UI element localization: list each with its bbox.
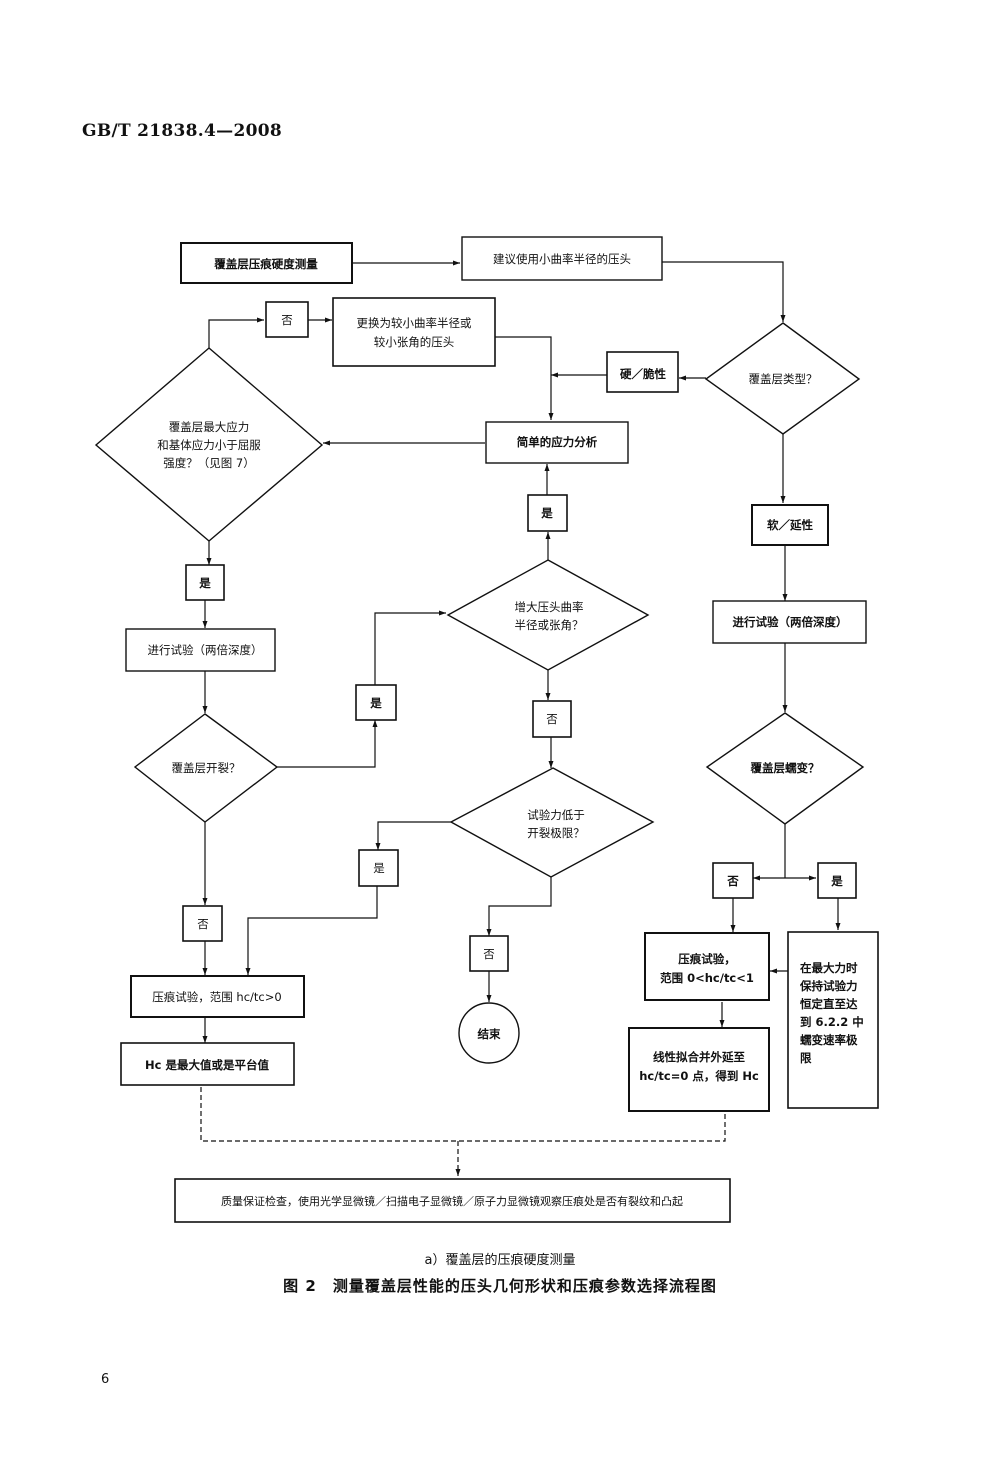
shapes xyxy=(94,236,879,1223)
indent-right-label-1: 压痕试验， xyxy=(678,952,736,966)
fit-label-1: 线性拟合并外延至 xyxy=(653,1050,745,1064)
suggest-label: 建议使用小曲率半径的压头 xyxy=(493,252,631,266)
figure-caption: 图 2 测量覆盖层性能的压头几何形状和压痕参数选择流程图 xyxy=(283,1277,717,1295)
indent-left-box[interactable] xyxy=(130,975,305,1018)
hold-label-5: 蠕变速率极 xyxy=(800,1033,858,1047)
yes-box-analysis[interactable] xyxy=(527,494,568,532)
force-q-label-2: 开裂极限？ xyxy=(527,826,585,840)
dashed-connectors xyxy=(200,1087,726,1176)
end-label: 结束 xyxy=(477,1027,501,1041)
indent-left-label: 压痕试验，范围 hc/tc>0 xyxy=(152,990,281,1004)
edge-forceq-yes xyxy=(375,821,451,850)
edge-yes-indentleft xyxy=(245,886,378,975)
indent-right-label-2: 范围 0<hc/tc<1 xyxy=(660,971,754,985)
fit-box[interactable] xyxy=(628,1027,770,1112)
no-creep-label: 否 xyxy=(726,874,739,888)
coat-type-decision[interactable] xyxy=(704,322,861,435)
test-left-box[interactable] xyxy=(125,628,276,672)
hold-label-4: 到 6.2.2 中 xyxy=(800,1015,864,1029)
increase-q-label-2: 半径或张角？ xyxy=(515,618,584,632)
creep-decision[interactable] xyxy=(705,712,865,825)
start-box[interactable] xyxy=(180,242,353,284)
replace-box[interactable] xyxy=(332,297,496,367)
no-box-creep[interactable] xyxy=(712,862,754,899)
hold-label-3: 恒定直至达 xyxy=(800,997,858,1011)
no-crack-label: 否 xyxy=(197,917,209,931)
node-labels: 覆盖层压痕硬度测量 建议使用小曲率半径的压头 否 更换为较小曲率半径或 较小张角… xyxy=(145,252,864,1208)
replace-label-1: 更换为较小曲率半径或 xyxy=(357,316,472,330)
document-id: GB/T 21838.4—2008 xyxy=(82,121,282,141)
yes-force-label: 是 xyxy=(373,861,385,875)
yes-box-force[interactable] xyxy=(358,849,399,887)
yes-box-left[interactable] xyxy=(185,564,225,601)
edge-hc-qa xyxy=(200,1087,726,1142)
no-box-force[interactable] xyxy=(469,935,509,972)
analysis-box[interactable] xyxy=(485,421,629,464)
indent-right-box[interactable] xyxy=(644,932,770,1001)
hold-box[interactable] xyxy=(787,931,879,1109)
coat-type-label: 覆盖层类型？ xyxy=(749,372,818,386)
connectors xyxy=(202,260,841,1043)
force-decision[interactable] xyxy=(449,767,655,878)
yes-creep-label: 是 xyxy=(830,874,843,888)
fit-label-2: hc/tc=0 点，得到 Hc xyxy=(639,1069,759,1083)
soft-label: 软／延性 xyxy=(767,518,813,532)
no-box-increase[interactable] xyxy=(532,700,572,738)
hc-label: Hc 是最大值或是平台值 xyxy=(145,1058,269,1072)
no-top-label: 否 xyxy=(281,313,293,327)
hold-label-2: 保持试验力 xyxy=(799,979,858,993)
edge-forceq-no xyxy=(486,877,552,936)
hard-box[interactable] xyxy=(606,351,679,393)
edge-suggest-type xyxy=(662,261,786,322)
hc-box[interactable] xyxy=(120,1042,295,1086)
no-force-label: 否 xyxy=(483,947,495,961)
replace-label-2: 较小张角的压头 xyxy=(374,335,455,349)
increase-q-label-1: 增大压头曲率 xyxy=(515,600,584,614)
suggest-box[interactable] xyxy=(461,236,663,281)
test-right-label: 进行试验（两倍深度） xyxy=(733,615,848,629)
no-box-crack[interactable] xyxy=(182,905,223,942)
force-q-label-1: 试验力低于 xyxy=(527,808,585,822)
start-label: 覆盖层压痕硬度测量 xyxy=(214,257,318,271)
qa-box[interactable] xyxy=(174,1178,731,1223)
edge-crackq-yes xyxy=(277,720,378,768)
qa-label: 质量保证检查，使用光学显微镜／扫描电子显微镜／原子力显微镜观察压痕处是否有裂纹和… xyxy=(221,1194,683,1208)
edge-replace-analysis xyxy=(495,336,554,420)
stress-q-label-1: 覆盖层最大应力 xyxy=(169,420,250,434)
yes-box-crack[interactable] xyxy=(355,684,397,721)
figure-subcaption: a）覆盖层的压痕硬度测量 xyxy=(424,1253,576,1268)
analysis-label: 简单的应力分析 xyxy=(517,435,598,449)
yes-box-creep[interactable] xyxy=(817,862,857,899)
hold-label-6: 限 xyxy=(800,1051,812,1065)
hold-label-1: 在最大力时 xyxy=(800,961,858,975)
no-increase-label: 否 xyxy=(546,712,558,726)
creep-q-label: 覆盖层蠕变？ xyxy=(751,761,820,775)
yes-crack-label: 是 xyxy=(369,696,382,710)
stress-q-label-3: 强度？（见图 7） xyxy=(163,456,254,470)
hard-label: 硬／脆性 xyxy=(620,367,666,381)
no-box-top[interactable] xyxy=(265,301,309,338)
yes-left-label: 是 xyxy=(198,576,211,590)
stress-decision[interactable] xyxy=(94,347,324,542)
crack-decision[interactable] xyxy=(133,713,279,823)
soft-box[interactable] xyxy=(751,504,829,546)
yes-analysis-label: 是 xyxy=(540,506,553,520)
end-terminal[interactable] xyxy=(458,1002,520,1064)
edge-stressq-no xyxy=(208,317,264,348)
crack-q-label: 覆盖层开裂？ xyxy=(172,761,241,775)
test-right-box[interactable] xyxy=(712,600,867,644)
increase-decision[interactable] xyxy=(446,559,650,671)
page-number: 6 xyxy=(101,1372,110,1387)
edge-yes-increaseq xyxy=(374,610,446,685)
stress-q-label-2: 和基体应力小于屈服 xyxy=(157,438,261,452)
test-left-label: 进行试验（两倍深度） xyxy=(148,643,263,657)
